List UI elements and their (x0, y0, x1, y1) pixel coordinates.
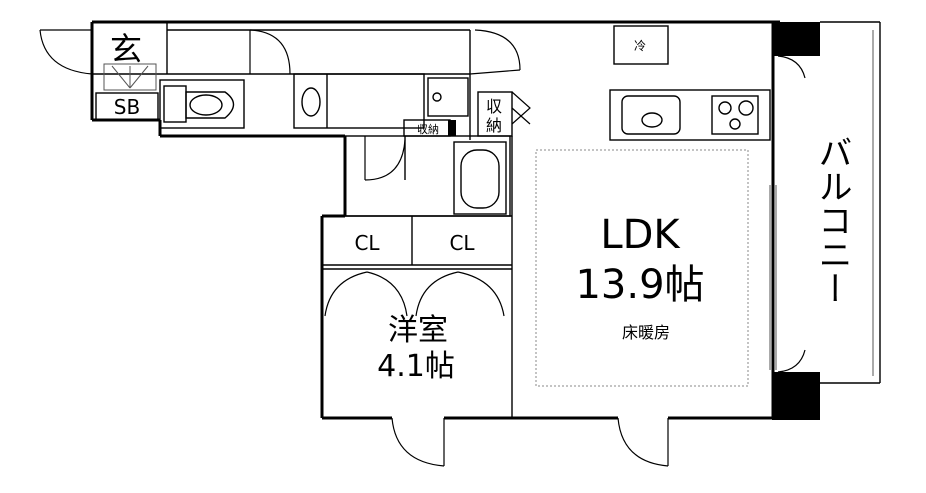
sb-label: SB (114, 95, 140, 119)
bathroom (344, 135, 511, 217)
pillar-top-right (772, 22, 820, 56)
cl-right-label: CL (449, 231, 475, 255)
ldk (535, 25, 771, 467)
genkan-area (95, 63, 159, 121)
small-storage-marker (448, 120, 456, 136)
storage-label-2: 納 (486, 116, 502, 135)
fridge-label: 冷 (634, 39, 646, 53)
storage-door (511, 91, 531, 125)
balcony-area (769, 21, 881, 384)
floor-heating-area (535, 149, 749, 387)
small-storage-label: 収納 (417, 123, 439, 136)
ldk-heating-label: 床暖房 (622, 323, 670, 342)
cl-left-label: CL (354, 231, 380, 255)
pillar-bottom-right (772, 372, 820, 420)
balcony-label: バルコニー (812, 135, 852, 305)
bedroom-name: 洋室 (388, 313, 448, 348)
ldk-name: LDK (600, 212, 681, 258)
ldk-size: 13.9帖 (575, 262, 704, 308)
toilet (159, 79, 245, 129)
washroom (293, 73, 471, 140)
storage-label-1: 収 (486, 97, 502, 116)
genkan-label: 玄 (110, 30, 142, 68)
bedroom-size: 4.1帖 (377, 349, 455, 384)
bedroom (322, 136, 513, 467)
